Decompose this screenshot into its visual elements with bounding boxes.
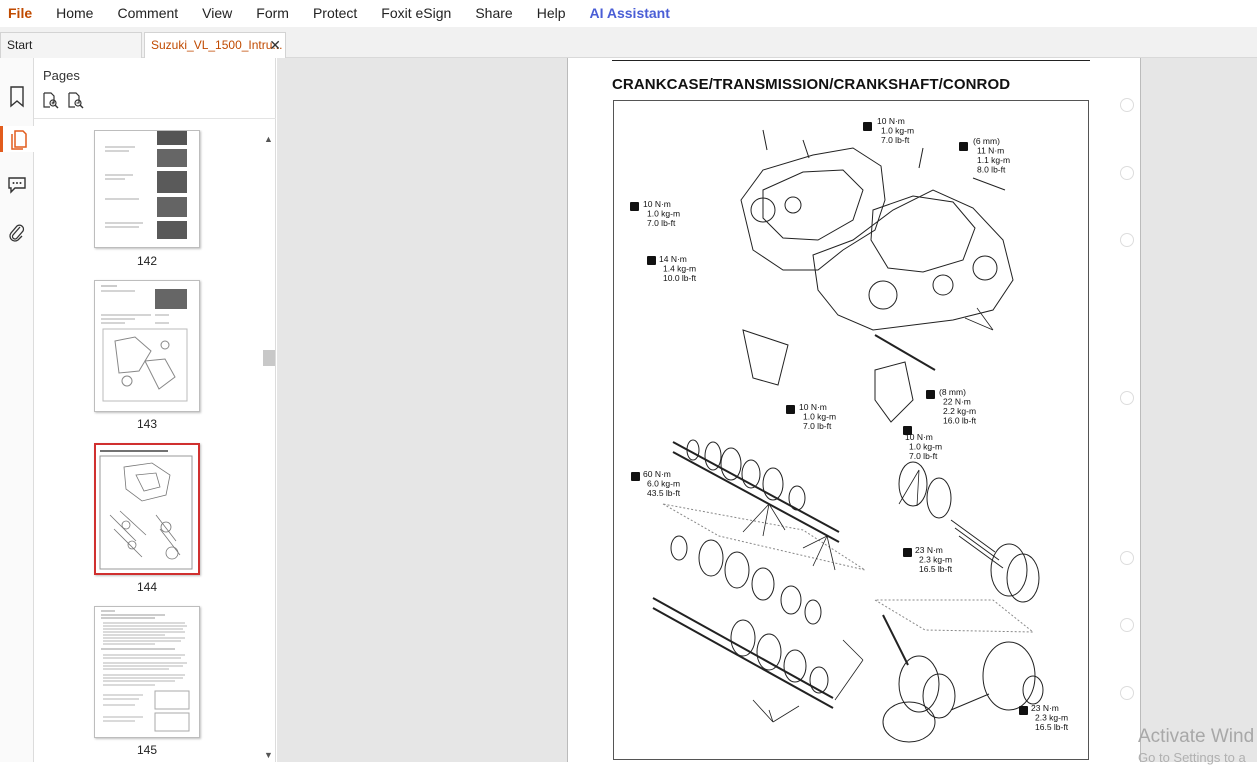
panel-toolbar [42, 92, 84, 114]
torque-spec-t3-line-2: 7.0 lb-ft [647, 218, 676, 228]
torque-spec-t1-line-2: 7.0 lb-ft [881, 135, 910, 145]
pdf-page: CRANKCASE/TRANSMISSION/CRANKSHAFT/CONROD [567, 58, 1141, 762]
torque-spec-t9-line-0: 23 N·m [915, 545, 943, 555]
menu-view[interactable]: View [202, 5, 233, 21]
menu-share[interactable]: Share [475, 5, 513, 21]
torque-spec-t1-line-0: 10 N·m [877, 116, 905, 126]
document-viewport[interactable]: CRANKCASE/TRANSMISSION/CRANKSHAFT/CONROD [277, 58, 1257, 762]
menu-protect[interactable]: Protect [312, 5, 358, 21]
scrollbar-thumb[interactable] [263, 350, 275, 366]
torque-spec-t6-line-2: 2.2 kg-m [943, 406, 976, 416]
torque-spec-t10-line-2: 16.5 lb-ft [1035, 722, 1069, 732]
page-zoom-out-icon[interactable] [67, 92, 84, 114]
tab-bar: Start Suzuki_VL_1500_Intru... ✕ [0, 27, 1257, 59]
activation-watermark-hint: Go to Settings to a [1138, 750, 1246, 765]
thumbnail-scrollbar[interactable]: ▲ ▼ [262, 130, 275, 762]
menu-home[interactable]: Home [56, 5, 94, 21]
torque-spec-t1-line-1: 1.0 kg-m [881, 126, 914, 136]
menu-form[interactable]: Form [256, 5, 289, 21]
page-number-145: 145 [136, 743, 158, 757]
torque-spec-t10-line-0: 23 N·m [1031, 703, 1059, 713]
torque-spec-t3-line-1: 1.0 kg-m [647, 209, 680, 219]
panel-title: Pages [43, 68, 80, 83]
side-rail [0, 58, 34, 762]
page-thumbnail-142[interactable] [94, 130, 200, 248]
binder-holes [1116, 58, 1142, 762]
menu-file[interactable]: File [8, 5, 33, 21]
page-title: CRANKCASE/TRANSMISSION/CRANKSHAFT/CONROD [612, 76, 1011, 93]
page-thumbnail-144[interactable] [94, 443, 200, 575]
tab-start[interactable]: Start [0, 32, 142, 58]
comment-icon[interactable] [4, 172, 30, 198]
exploded-diagram: 10 N·m1.0 kg-m7.0 lb-ft(6 mm)11 N·m1.1 k… [630, 116, 1069, 743]
torque-spec-t10-line-1: 2.3 kg-m [1035, 713, 1068, 723]
page-number-142: 142 [136, 254, 158, 268]
torque-spec-t7-line-2: 7.0 lb-ft [909, 451, 938, 461]
panel-divider [34, 118, 276, 119]
torque-spec-t2-line-0: (6 mm) [973, 136, 1000, 146]
torque-spec-t8-line-2: 43.5 lb-ft [647, 488, 681, 498]
torque-spec-t8-line-1: 6.0 kg-m [647, 479, 680, 489]
scroll-up-icon[interactable]: ▲ [264, 134, 273, 144]
page-zoom-in-icon[interactable] [42, 92, 59, 114]
torque-spec-t3-line-0: 10 N·m [643, 199, 671, 209]
diagram-frame [613, 100, 1089, 760]
pages-icon[interactable] [0, 126, 34, 152]
torque-spec-t7-line-0: 10 N·m [905, 432, 933, 442]
thumbnail-list: 142 143 [34, 130, 260, 762]
torque-spec-t5-line-2: 7.0 lb-ft [803, 421, 832, 431]
attachment-icon[interactable] [4, 220, 30, 246]
torque-spec-t5-line-1: 1.0 kg-m [803, 412, 836, 422]
header-rule [612, 60, 1090, 61]
tab-document-label: Suzuki_VL_1500_Intru... [151, 38, 283, 52]
menu-comment[interactable]: Comment [117, 5, 179, 21]
menu-foxit-esign[interactable]: Foxit eSign [381, 5, 452, 21]
close-icon[interactable]: ✕ [269, 37, 281, 53]
page-thumbnail-143[interactable] [94, 280, 200, 412]
menu-ai-assistant[interactable]: AI Assistant [589, 5, 670, 21]
torque-spec-t6-line-1: 22 N·m [943, 397, 971, 407]
torque-spec-t2-line-3: 8.0 lb-ft [977, 165, 1006, 175]
menu-bar: File Home Comment View Form Protect Foxi… [0, 0, 1257, 27]
torque-spec-t6-line-3: 16.0 lb-ft [943, 416, 977, 426]
tab-document[interactable]: Suzuki_VL_1500_Intru... ✕ [144, 32, 286, 59]
torque-spec-t9-line-1: 2.3 kg-m [919, 555, 952, 565]
bookmark-icon[interactable] [4, 84, 30, 110]
page-thumbnail-145[interactable] [94, 606, 200, 738]
page-number-144: 144 [136, 580, 158, 594]
scroll-down-icon[interactable]: ▼ [264, 750, 273, 760]
page-number-143: 143 [136, 417, 158, 431]
torque-spec-t9-line-2: 16.5 lb-ft [919, 564, 953, 574]
tab-start-label: Start [7, 38, 33, 52]
activation-watermark: Activate Wind [1138, 726, 1255, 747]
torque-spec-t8-line-0: 60 N·m [643, 469, 671, 479]
torque-spec-t4-line-2: 10.0 lb-ft [663, 273, 697, 283]
torque-spec-t6-line-0: (8 mm) [939, 387, 966, 397]
torque-spec-t7-line-1: 1.0 kg-m [909, 442, 942, 452]
torque-spec-t5-line-0: 10 N·m [799, 402, 827, 412]
torque-spec-t2-line-1: 11 N·m [977, 146, 1004, 156]
torque-spec-t4-line-0: 14 N·m [659, 254, 687, 264]
menu-help[interactable]: Help [536, 5, 566, 21]
torque-spec-t2-line-2: 1.1 kg-m [977, 155, 1010, 165]
torque-spec-t4-line-1: 1.4 kg-m [663, 264, 696, 274]
pages-panel: Pages 142 [34, 58, 276, 762]
